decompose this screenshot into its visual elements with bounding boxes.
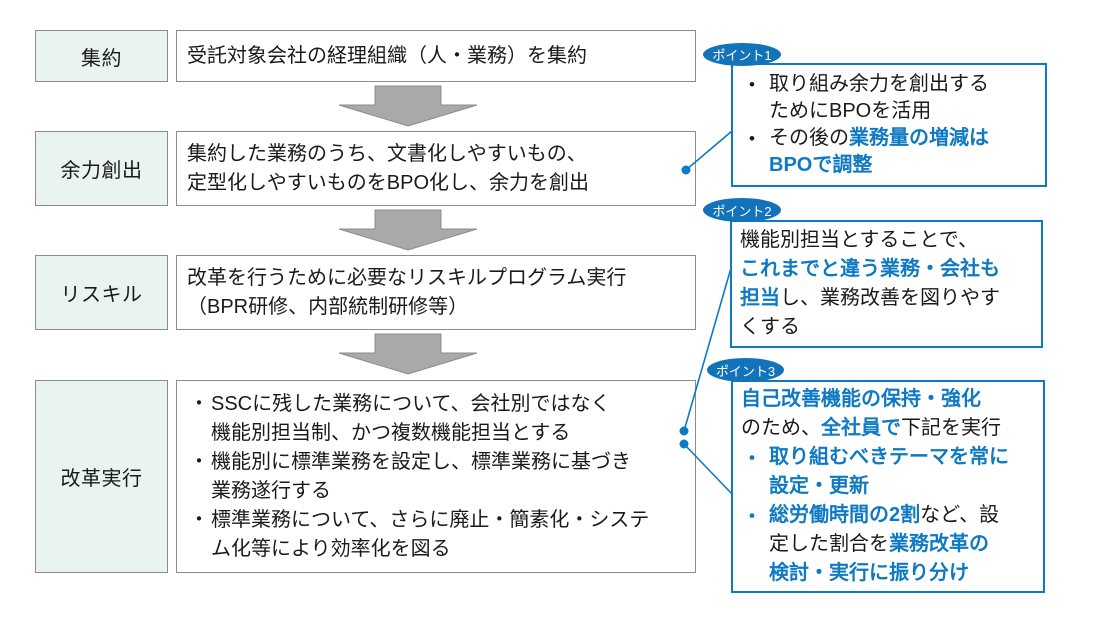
text-segment: その後の bbox=[769, 127, 849, 149]
down-arrow-icon bbox=[338, 333, 478, 375]
text-segment: 改革を行うために必要なリスキルプログラム実行 bbox=[187, 266, 627, 289]
bullet-marker: • bbox=[749, 129, 755, 148]
text-segment: （BPR研修、内部統制研修等） bbox=[187, 295, 469, 318]
text-segment: くする bbox=[740, 316, 800, 338]
text-line: 業務遂行する bbox=[187, 477, 689, 506]
text-segment: 総労働時間の2割 bbox=[769, 504, 921, 526]
text-segment: 業務改革の bbox=[889, 533, 989, 555]
text-line: BPOで調整 bbox=[741, 152, 1039, 179]
text-line: 集約した業務のうち、文書化しやすいもの、 bbox=[187, 140, 689, 169]
point3-badge: ポイント3 bbox=[707, 358, 784, 382]
text-line: 機能別担当とすることで、 bbox=[740, 226, 1035, 255]
text-line: くする bbox=[740, 313, 1035, 342]
stage-label-capacity-creation: 余力創出 bbox=[35, 131, 168, 206]
text-segment: 業務遂行する bbox=[211, 479, 331, 502]
text-line: のため、全社員で下記を実行 bbox=[741, 414, 1037, 443]
text-line: ・標準業務について、さらに廃止・簡素化・システ bbox=[187, 506, 689, 535]
text-line: ためにBPOを活用 bbox=[741, 98, 1039, 125]
text-line: • 取り組むべきテーマを常に bbox=[741, 443, 1037, 472]
text-segment: など、設 bbox=[920, 504, 1000, 526]
text-line: 設定・更新 bbox=[741, 472, 1037, 501]
down-arrow-icon bbox=[338, 209, 478, 251]
text-segment: 機能別担当制、かつ複数機能担当とする bbox=[211, 421, 571, 444]
stage-desc-reskill: 改革を行うために必要なリスキルプログラム実行 （BPR研修、内部統制研修等） bbox=[176, 255, 696, 330]
text-line: 検討・実行に振り分け bbox=[741, 559, 1037, 588]
stage-desc-consolidation: 受託対象会社の経理組織（人・業務）を集約 bbox=[176, 30, 696, 82]
stage-desc-capacity-creation: 集約した業務のうち、文書化しやすいもの、定型化しやすいものをBPO化し、余力を創… bbox=[176, 131, 696, 206]
stage-label-reform-execution: 改革実行 bbox=[35, 380, 168, 573]
text-segment: 検討・実行に振り分け bbox=[769, 562, 969, 584]
stage-label-reskill: リスキル bbox=[35, 255, 168, 330]
text-line: 機能別担当制、かつ複数機能担当とする bbox=[187, 419, 689, 448]
bullet-marker: ・ bbox=[189, 508, 209, 531]
text-segment: 自己改善機能の保持・強化 bbox=[741, 388, 981, 410]
text-segment: し、業務改善を図りやす bbox=[780, 287, 1000, 309]
text-segment: ためにBPOを活用 bbox=[769, 100, 932, 122]
text-segment: これまでと違う業務・会社も bbox=[740, 258, 1000, 280]
text-line: 受託対象会社の経理組織（人・業務）を集約 bbox=[187, 42, 689, 71]
text-segment: 取り組むべきテーマを常に bbox=[769, 446, 1009, 468]
text-line: これまでと違う業務・会社も bbox=[740, 255, 1035, 284]
bullet-marker: ・ bbox=[189, 450, 209, 473]
stage-label-consolidation: 集約 bbox=[35, 30, 168, 82]
bullet-marker: • bbox=[749, 75, 755, 94]
down-arrow-icon bbox=[338, 85, 478, 127]
text-line: ム化等により効率化を図る bbox=[187, 535, 689, 564]
text-line: ・SSCに残した業務について、会社別ではなく bbox=[187, 390, 689, 419]
text-segment: 機能別担当とすることで、 bbox=[740, 229, 978, 251]
text-line: 改革を行うために必要なリスキルプログラム実行 bbox=[187, 264, 689, 293]
bullet-marker: • bbox=[749, 506, 755, 525]
text-segment: 業務量の増減は bbox=[849, 127, 989, 149]
text-segment: のため、 bbox=[741, 417, 821, 439]
bullet-marker: • bbox=[749, 448, 755, 467]
text-segment: 集約した業務のうち、文書化しやすいもの、 bbox=[187, 142, 587, 165]
text-line: ・機能別に標準業務を設定し、標準業務に基づき bbox=[187, 448, 689, 477]
point1-box: • 取り組み余力を創出するためにBPOを活用 • その後の業務量の増減は BPOで調整 bbox=[731, 63, 1047, 187]
text-line: 定型化しやすいものをBPO化し、余力を創出 bbox=[187, 169, 689, 198]
text-segment: 機能別に標準業務を設定し、標準業務に基づき bbox=[211, 450, 631, 473]
text-segment: 全社員で bbox=[821, 417, 901, 439]
text-line: 定した割合を業務改革の bbox=[741, 530, 1037, 559]
text-line: • 取り組み余力を創出する bbox=[741, 71, 1039, 98]
text-segment: BPOで調整 bbox=[769, 154, 873, 176]
text-segment: 定型化しやすいものをBPO化し、余力を創出 bbox=[187, 171, 590, 194]
text-line: 自己改善機能の保持・強化 bbox=[741, 385, 1037, 414]
text-segment: 下記を実行 bbox=[901, 417, 1001, 439]
text-segment: 定した割合を bbox=[769, 533, 889, 555]
text-segment: 取り組み余力を創出する bbox=[769, 73, 989, 95]
point1-badge: ポイント1 bbox=[703, 43, 781, 66]
point2-box: 機能別担当とすることで、これまでと違う業務・会社も担当し、業務改善を図りやすくす… bbox=[730, 220, 1043, 348]
point3-box: 自己改善機能の保持・強化のため、全社員で下記を実行•取り組むべきテーマを常に設定… bbox=[731, 380, 1045, 593]
point2-badge: ポイント2 bbox=[703, 198, 781, 222]
stage-desc-reform-execution: ・SSCに残した業務について、会社別ではなく機能別担当制、かつ複数機能担当とする… bbox=[176, 380, 696, 573]
text-segment: ム化等により効率化を図る bbox=[211, 537, 451, 560]
text-line: 担当し、業務改善を図りやす bbox=[740, 284, 1035, 313]
text-line: • 総労働時間の2割など、設 bbox=[741, 501, 1037, 530]
text-segment: SSCに残した業務について、会社別ではなく bbox=[211, 392, 611, 415]
text-line: • その後の業務量の増減は bbox=[741, 125, 1039, 152]
text-line: （BPR研修、内部統制研修等） bbox=[187, 293, 689, 322]
text-segment: 設定・更新 bbox=[769, 475, 869, 497]
text-segment: 標準業務について、さらに廃止・簡素化・システ bbox=[211, 508, 650, 531]
text-segment: 担当 bbox=[740, 287, 780, 309]
bullet-marker: ・ bbox=[189, 392, 209, 415]
text-segment: 受託対象会社の経理組織（人・業務）を集約 bbox=[187, 44, 587, 67]
